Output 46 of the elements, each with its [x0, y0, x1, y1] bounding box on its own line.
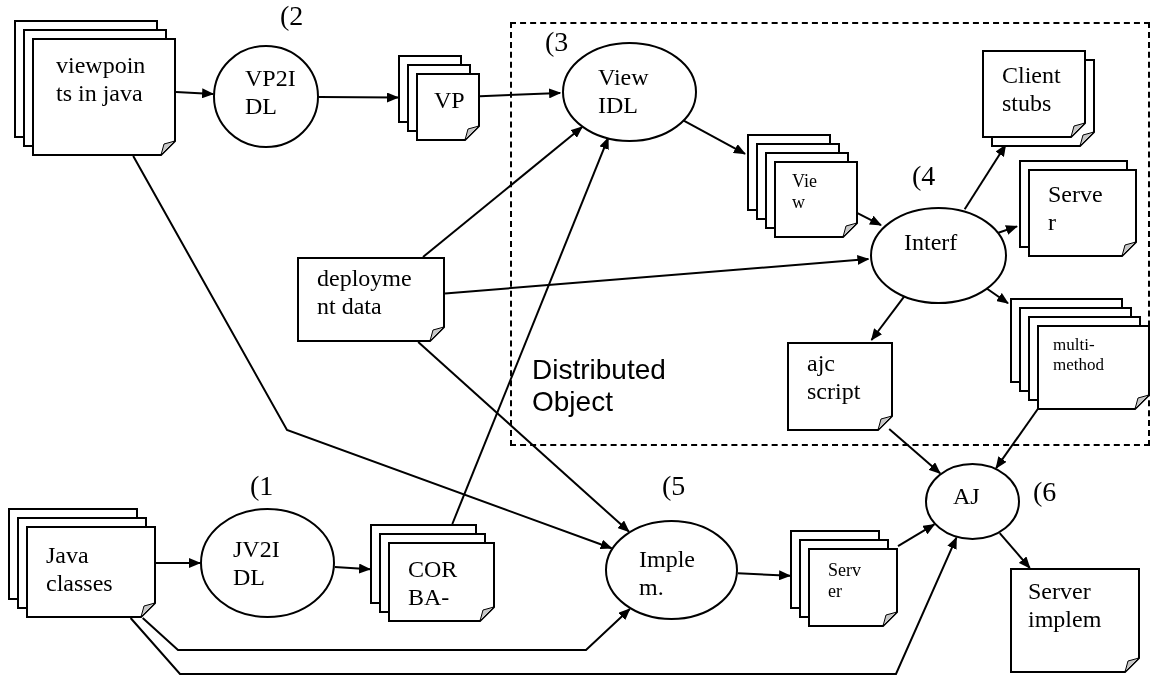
arrow [984, 286, 1009, 305]
arrow [888, 428, 942, 475]
node-label: VP [434, 87, 466, 115]
node-label: AJ [953, 483, 981, 511]
node-label: Interf [904, 229, 959, 257]
arrow [997, 225, 1018, 235]
node-label: viewpoin ts in java [56, 52, 147, 108]
arrow [132, 155, 613, 550]
node-label: View IDL [598, 64, 650, 120]
node-label: Server implem [1028, 578, 1103, 634]
step-number: (6 [1033, 478, 1057, 506]
dashed-region [510, 22, 1150, 446]
arrow [129, 536, 958, 675]
node-label: Client stubs [1002, 62, 1062, 118]
node-label: JV2I DL [233, 536, 281, 592]
node-label: Distributed Object [532, 354, 667, 419]
arrow [422, 126, 584, 258]
step-number: (5 [662, 472, 686, 500]
node-label: Serve r [1048, 181, 1104, 237]
step-number: (2 [280, 2, 304, 30]
node-label: ajc script [807, 350, 862, 406]
node-label: deployme nt data [317, 265, 413, 321]
arrow [479, 88, 562, 99]
node-label: Vie w [792, 171, 818, 213]
arrow [417, 341, 630, 533]
arrow [318, 92, 399, 103]
arrow [155, 558, 201, 568]
node-label: Java classes [46, 542, 114, 598]
node-label: Imple m. [639, 546, 696, 602]
arrow [870, 295, 906, 341]
node-label: COR BA- [408, 556, 459, 612]
arrow [998, 532, 1031, 569]
arrow [141, 608, 631, 651]
arrow [736, 570, 791, 581]
node-label: multi- method [1053, 335, 1105, 375]
step-number: (1 [250, 472, 274, 500]
node-label: Serv er [828, 560, 862, 602]
arrow [451, 136, 610, 525]
arrow [897, 523, 936, 548]
arrow [444, 254, 870, 295]
arrow [995, 407, 1040, 470]
step-number: (3 [545, 28, 569, 56]
arrow [175, 88, 215, 99]
arrow [333, 563, 371, 574]
step-number: (4 [912, 162, 936, 190]
node-label: VP2I DL [245, 65, 293, 121]
